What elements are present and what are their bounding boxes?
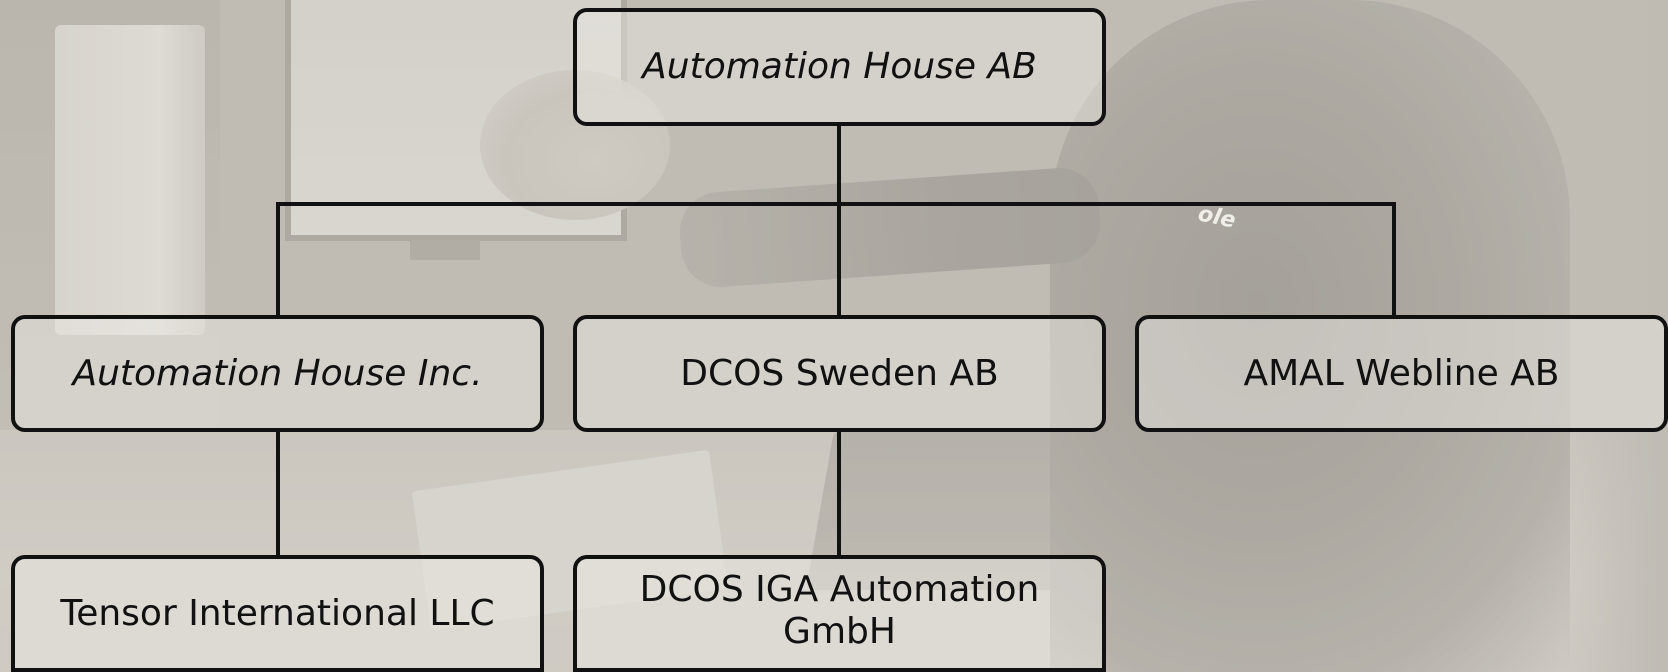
node-label: Automation House Inc. [72,352,483,394]
node-automation-house-inc: Automation House Inc. [11,315,544,432]
node-tensor-international-llc: Tensor International LLC [11,555,544,672]
node-automation-house-ab: Automation House AB [573,8,1106,126]
node-amal-webline-ab: AMAL Webline AB [1135,315,1668,432]
background-cabinet [55,25,205,335]
background-monitor-stand [410,240,480,260]
background-right-edge [1560,0,1668,672]
node-label: AMAL Webline AB [1243,352,1560,394]
node-label: DCOS Sweden AB [680,352,999,394]
node-dcos-sweden-ab: DCOS Sweden AB [573,315,1106,432]
node-label: DCOS IGA Automation GmbH [639,569,1040,652]
node-label: Automation House AB [642,46,1037,87]
node-dcos-iga-automation-gmbh: DCOS IGA Automation GmbH [573,555,1106,672]
node-label: Tensor International LLC [60,592,495,634]
